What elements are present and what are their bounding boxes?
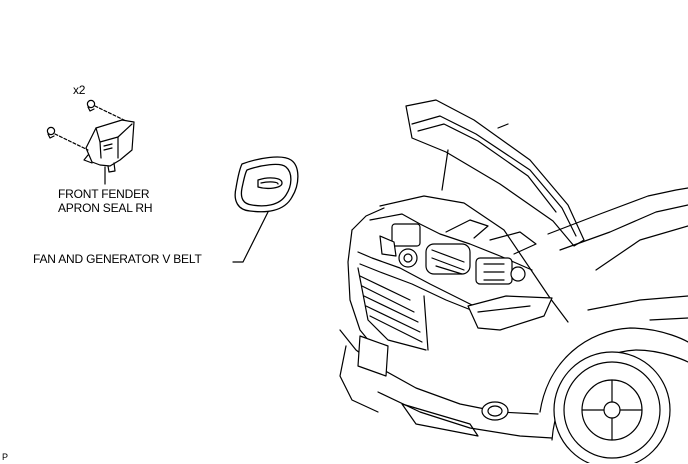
apron-seal-part (83, 119, 135, 173)
apron-seal-label-line1: FRONT FENDER (58, 187, 150, 201)
v-belt (234, 156, 299, 213)
clip-upper (86, 99, 96, 112)
vehicle-illustration (339, 99, 688, 463)
quantity-label: x2 (73, 83, 86, 97)
clip-left (46, 126, 56, 139)
clip-left-guide (54, 133, 89, 151)
apron-seal-label-line2: APRON SEAL RH (58, 201, 153, 215)
clip-upper-guide (94, 105, 127, 122)
belt-leader-line (232, 211, 269, 263)
page-code-label: P (2, 452, 8, 462)
v-belt-label: FAN AND GENERATOR V BELT (33, 252, 202, 266)
